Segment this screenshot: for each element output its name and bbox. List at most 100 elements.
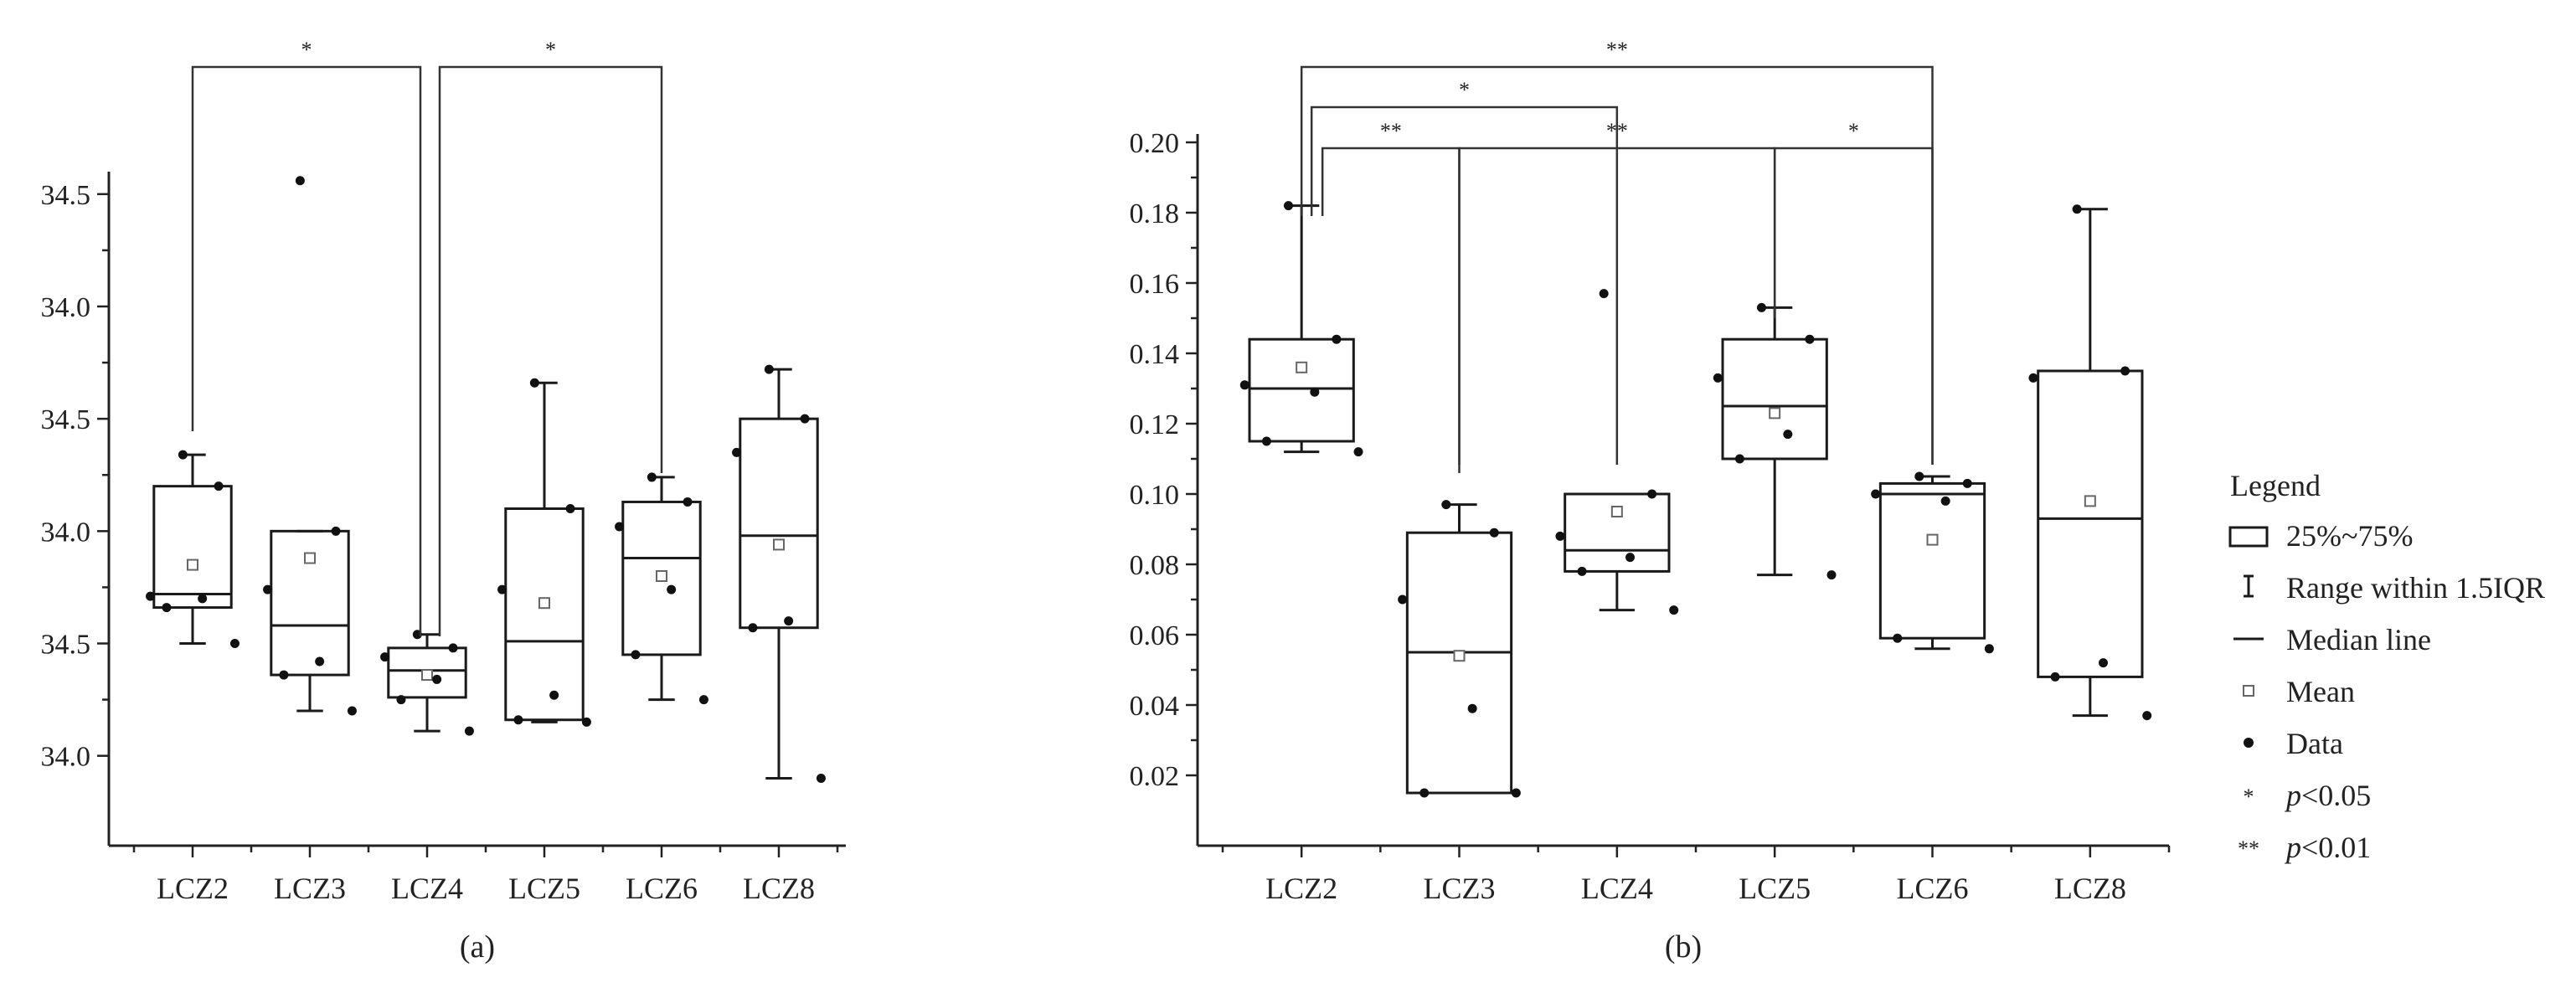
- mean-marker: [421, 669, 433, 682]
- data-point: [1893, 633, 1903, 643]
- data-point: [1467, 703, 1477, 713]
- panel-b: 0.020.040.060.080.100.120.140.160.180.20…: [1130, 38, 2171, 965]
- data-point: [2098, 658, 2108, 668]
- data-point: [1310, 387, 1320, 397]
- mean-marker: [1610, 506, 1623, 517]
- data-point: [162, 603, 172, 613]
- significance-bracket: [438, 65, 663, 636]
- data-point: [263, 584, 273, 594]
- y-tick-label: 0.04: [1130, 691, 1180, 722]
- y-tick-label: 0.18: [1130, 198, 1180, 229]
- y-tick-label: 0.02: [1130, 761, 1180, 792]
- data-point: [1511, 788, 1521, 798]
- mean-marker: [2084, 495, 2096, 507]
- panel-label: (b): [1665, 929, 1702, 965]
- box-iqr: [2037, 369, 2144, 678]
- data-point: [615, 522, 625, 532]
- x-tick-label: LCZ3: [274, 872, 346, 905]
- significance-bracket: [191, 65, 422, 636]
- data-point: [279, 670, 289, 680]
- mean-marker: [538, 597, 550, 610]
- box-iqr: [270, 529, 350, 677]
- box-iqr: [1721, 337, 1828, 461]
- data-point: [2120, 366, 2130, 376]
- box-iqr: [387, 646, 467, 699]
- significance-label: *: [545, 38, 556, 62]
- data-point: [816, 774, 826, 783]
- data-point: [1284, 201, 1294, 211]
- x-tick-label: LCZ3: [1424, 872, 1496, 905]
- box-iqr: [739, 417, 819, 630]
- legend-star-symbol: *: [2244, 785, 2254, 809]
- data-point: [698, 695, 708, 705]
- box-iqr: [504, 507, 585, 722]
- data-point: [647, 472, 657, 482]
- data-point: [1419, 788, 1430, 798]
- x-tick-label: LCZ8: [2054, 872, 2126, 905]
- data-point: [214, 481, 224, 492]
- data-point: [2028, 373, 2038, 383]
- legend: Legend 25%~75%Range within 1.5IQRMedian …: [2228, 469, 2545, 864]
- mean-marker: [1769, 407, 1781, 419]
- data-point: [631, 650, 641, 660]
- data-point: [1441, 500, 1451, 510]
- legend-title: Legend: [2230, 469, 2321, 502]
- data-point: [1647, 489, 1657, 499]
- y-tick-label: 0.14: [1130, 339, 1180, 370]
- data-point: [581, 717, 591, 727]
- mean-marker: [1453, 650, 1466, 662]
- box-iqr: [1248, 337, 1355, 443]
- data-point: [1940, 496, 1950, 506]
- data-point: [764, 364, 774, 374]
- y-tick-label: 34.0: [41, 292, 91, 323]
- data-point: [1261, 436, 1271, 446]
- legend-item-label: Data: [2286, 727, 2343, 760]
- y-tick-label: 34.0: [41, 742, 91, 773]
- box-iqr: [1878, 481, 1986, 640]
- y-tick-label: 34.5: [41, 180, 91, 211]
- data-point: [1555, 531, 1565, 541]
- significance-label: **: [1380, 119, 1402, 143]
- data-point: [2050, 672, 2060, 682]
- x-tick-label: LCZ4: [1581, 872, 1653, 905]
- mean-marker: [1926, 533, 1939, 546]
- data-point: [1353, 447, 1363, 457]
- data-point: [448, 643, 458, 653]
- data-point: [549, 690, 559, 700]
- data-point: [432, 674, 442, 684]
- data-point: [1332, 334, 1342, 344]
- data-point: [667, 584, 677, 594]
- data-point: [1871, 489, 1881, 499]
- data-point: [1783, 430, 1793, 440]
- data-point: [1625, 553, 1635, 563]
- y-tick-label: 34.0: [41, 517, 91, 548]
- data-point: [529, 378, 539, 388]
- data-point: [732, 447, 742, 457]
- mean-marker: [656, 570, 667, 582]
- significance-bracket: [1773, 147, 1934, 465]
- data-point: [1914, 471, 1924, 481]
- box-iqr: [152, 485, 233, 610]
- significance-label: **: [1606, 119, 1628, 143]
- y-tick-label: 0.10: [1130, 480, 1180, 511]
- legend-mean-symbol: [2243, 685, 2254, 697]
- data-point: [2142, 711, 2152, 721]
- legend-item-label: p<0.05: [2284, 779, 2371, 812]
- data-point: [380, 652, 390, 662]
- data-point: [1805, 334, 1815, 344]
- data-point: [1599, 289, 1609, 299]
- x-tick-label: LCZ5: [508, 872, 580, 905]
- x-tick-label: LCZ2: [157, 872, 229, 905]
- significance-label: *: [1459, 78, 1470, 102]
- significance-bracket: [1321, 147, 1461, 465]
- data-point: [748, 623, 758, 633]
- data-point: [1962, 478, 1972, 488]
- data-point: [2072, 204, 2082, 214]
- box-iqr: [1405, 531, 1513, 795]
- data-point: [229, 639, 240, 648]
- data-point: [1489, 528, 1499, 538]
- y-tick-label: 34.5: [41, 630, 91, 661]
- data-point: [497, 584, 507, 594]
- legend-star-symbol: **: [2238, 836, 2259, 861]
